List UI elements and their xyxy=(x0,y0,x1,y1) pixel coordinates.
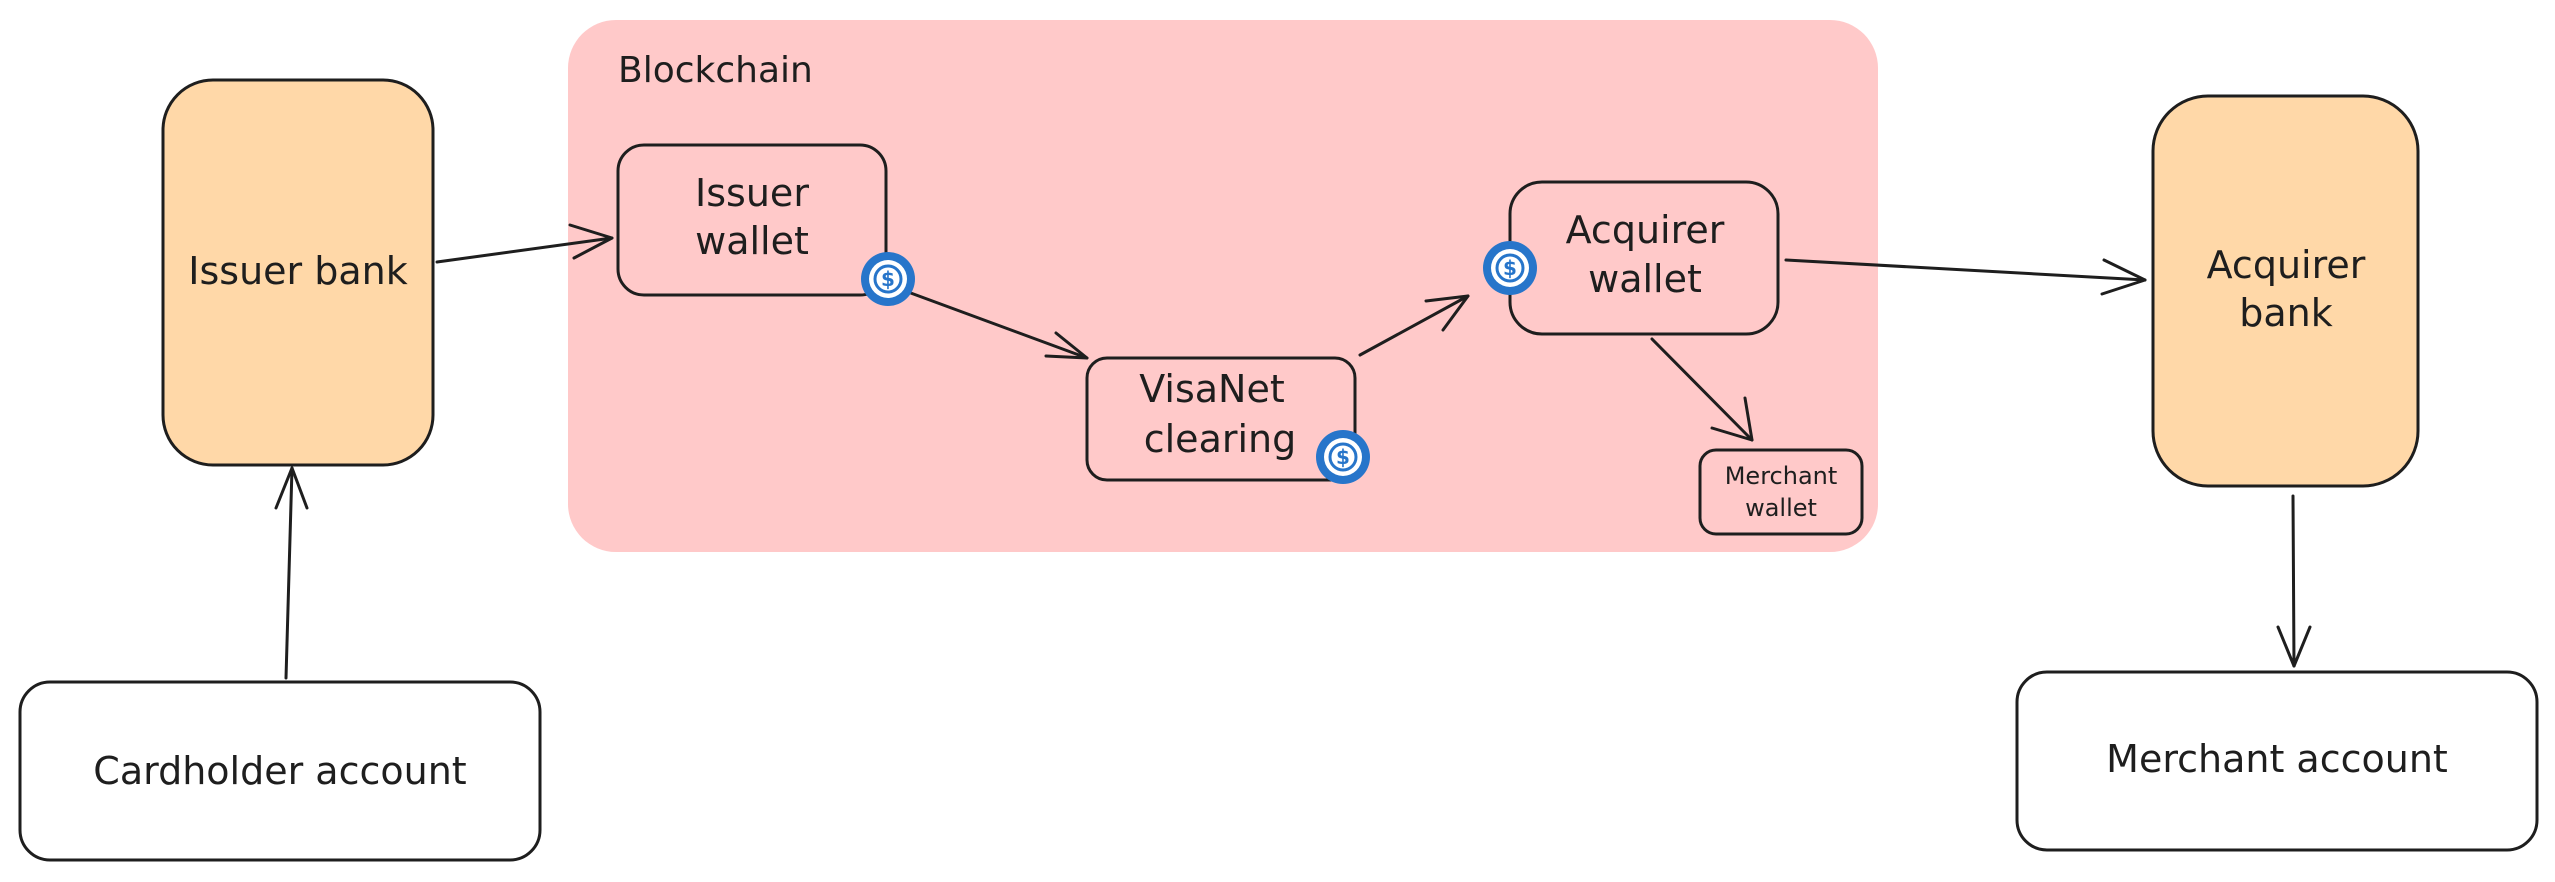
merchant-wallet-node: Merchant wallet xyxy=(1698,448,1864,536)
merchant-wallet-label-line2: wallet xyxy=(1745,494,1817,522)
arrow-issuer-bank-to-issuer-wallet xyxy=(435,223,614,264)
issuer-wallet-label-line2: wallet xyxy=(695,219,809,263)
issuer-bank-node: Issuer bank xyxy=(161,78,435,467)
arrow-acquirer-wallet-to-merchant-wallet xyxy=(1650,337,1754,442)
merchant-account-node: Merchant account xyxy=(2015,670,2539,852)
blockchain-region: Blockchain xyxy=(568,20,1878,552)
issuer-wallet-label-line1: Issuer xyxy=(695,171,809,215)
acquirer-bank-node: Acquirer bank xyxy=(2151,94,2420,488)
visanet-clearing-label-line2: clearing xyxy=(1144,417,1297,461)
acquirer-bank-label-line2: bank xyxy=(2239,291,2333,335)
acquirer-wallet-label-line2: wallet xyxy=(1588,257,1702,301)
visanet-clearing-node: VisaNet clearing xyxy=(1085,356,1357,482)
cardholder-account-node: Cardholder account xyxy=(18,680,542,862)
issuer-wallet-node: Issuer wallet xyxy=(616,143,888,297)
cardholder-account-label: Cardholder account xyxy=(93,749,466,793)
usdc-coin-icon xyxy=(1481,239,1539,297)
merchant-account-label: Merchant account xyxy=(2106,737,2448,781)
usdc-coin-icon xyxy=(1314,428,1372,486)
arrow-acquirer-wallet-to-acquirer-bank xyxy=(1784,258,2147,296)
arrow-visanet-to-acquirer-wallet xyxy=(1358,294,1470,357)
acquirer-wallet-node: Acquirer wallet xyxy=(1508,180,1780,336)
arrow-cardholder-to-issuer-bank xyxy=(274,466,309,680)
acquirer-wallet-label-line1: Acquirer xyxy=(1566,208,1725,252)
issuer-bank-label: Issuer bank xyxy=(188,249,407,293)
usdc-coin-icon xyxy=(859,250,917,308)
blockchain-label: Blockchain xyxy=(618,50,813,91)
arrow-acquirer-bank-to-merchant-account xyxy=(2276,494,2312,668)
acquirer-bank-label-line1: Acquirer xyxy=(2207,243,2366,287)
visanet-clearing-label-line1: VisaNet xyxy=(1139,367,1285,411)
merchant-wallet-label-line1: Merchant xyxy=(1725,462,1838,490)
arrow-issuer-wallet-to-visanet xyxy=(906,290,1089,360)
